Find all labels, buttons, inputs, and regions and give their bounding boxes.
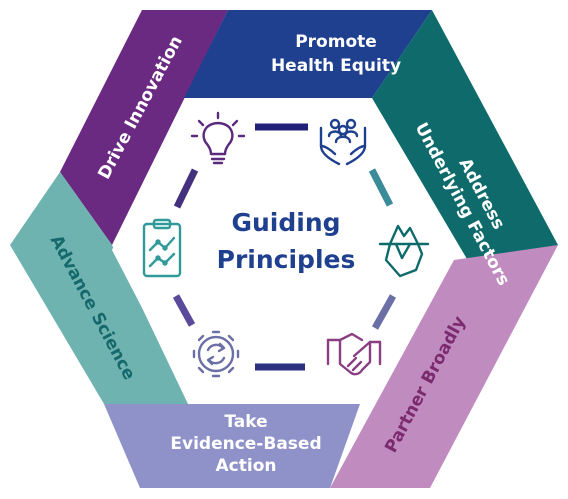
promote-label-line2: Health Equity xyxy=(271,56,401,76)
inner-hexagon xyxy=(112,100,454,396)
center-title-line1: Guiding xyxy=(231,208,340,237)
hands-people-icon xyxy=(319,118,367,166)
handshake-icon xyxy=(326,332,382,376)
evidence-label-line3: Action xyxy=(216,456,277,476)
segment-promote-health-equity xyxy=(184,10,432,98)
segment-advance-science xyxy=(10,172,188,404)
inner-ring-dashes xyxy=(172,123,397,371)
segment-drive-innovation xyxy=(60,10,228,245)
lightbulb-icon xyxy=(190,111,246,165)
clipboard-chart-icon xyxy=(142,218,182,278)
segment-partner-broadly xyxy=(330,245,558,488)
gear-cycle-icon xyxy=(192,330,240,378)
evidence-label-line1: Take xyxy=(224,412,267,432)
evidence-label-line2: Evidence-Based xyxy=(170,434,321,454)
segment-address-underlying-factors xyxy=(372,10,558,315)
promote-label-line1: Promote xyxy=(295,32,377,52)
iceberg-icon xyxy=(378,224,430,278)
segment-take-evidence-based-action xyxy=(104,404,360,488)
center-title-line2: Principles xyxy=(217,245,356,274)
